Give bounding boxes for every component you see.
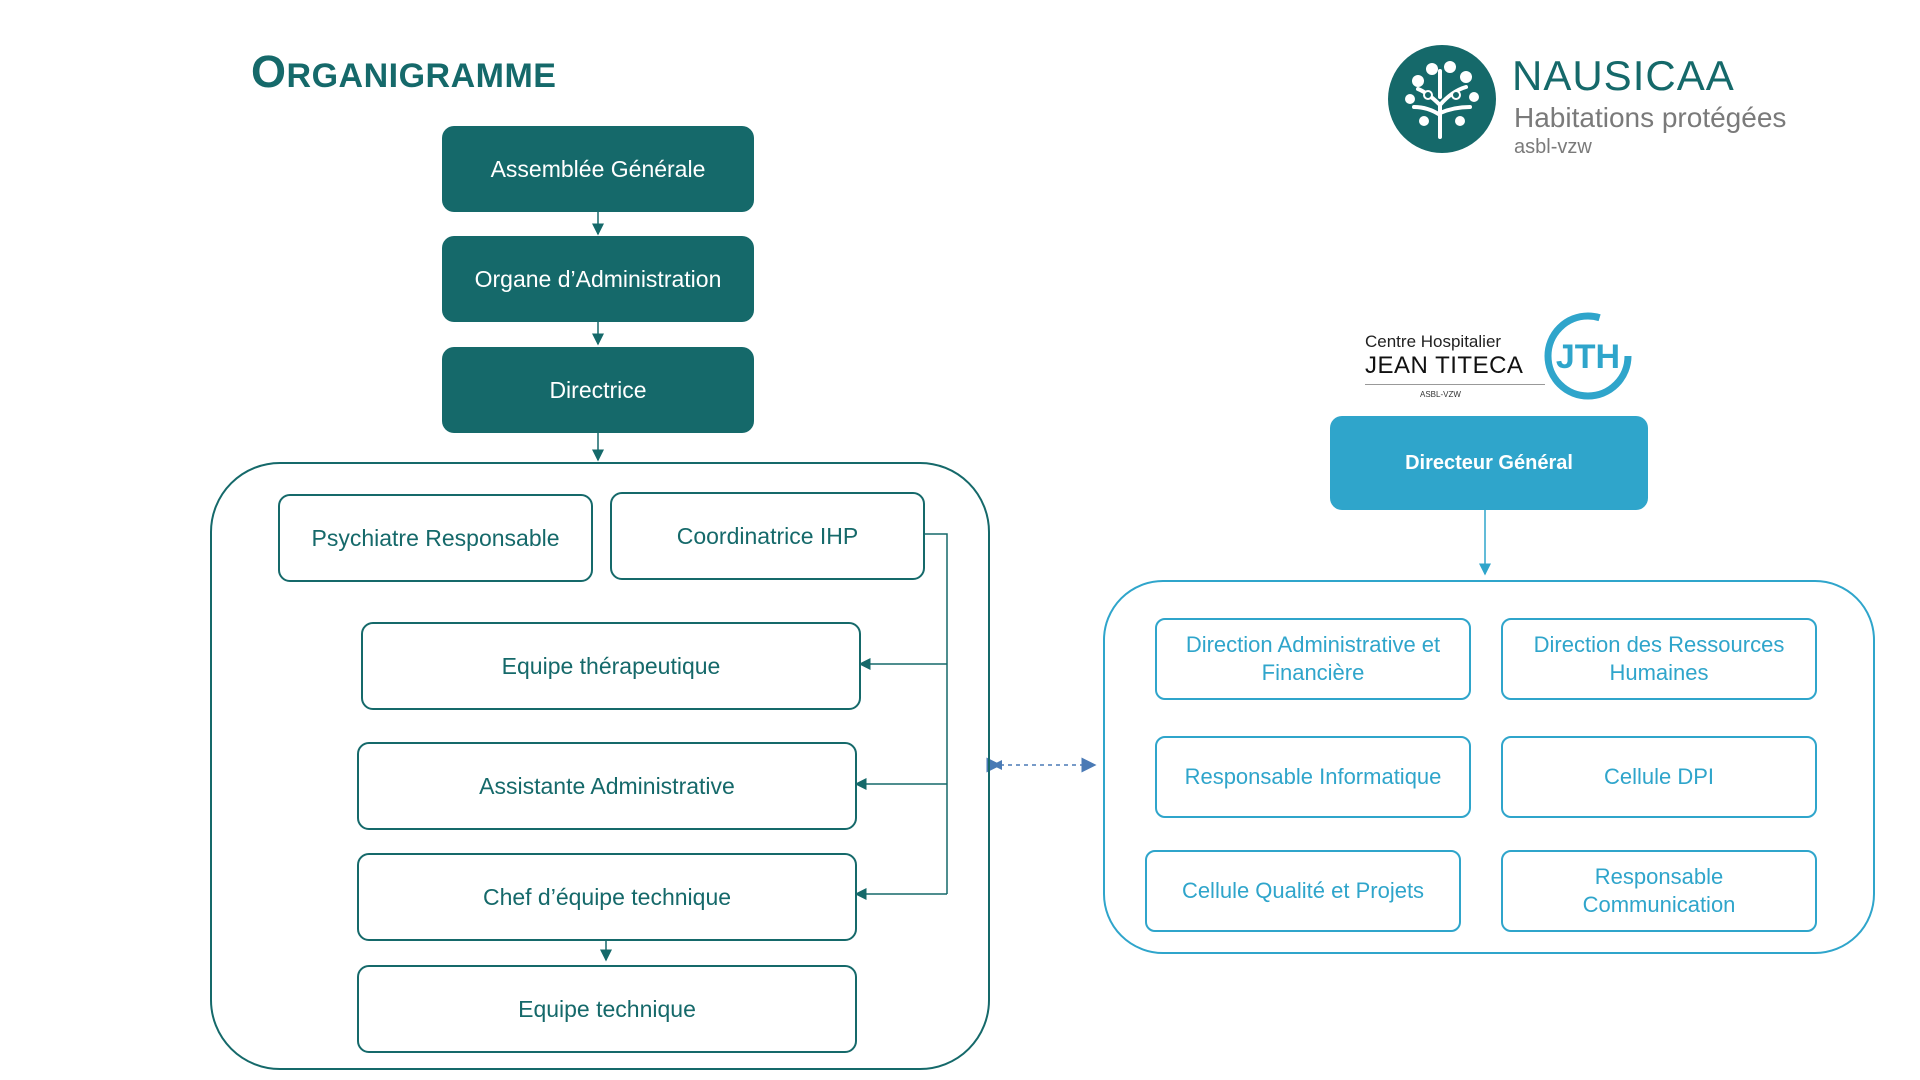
titeca-logo-line2: JEAN TITECA xyxy=(1365,352,1524,379)
node-directeur-general: Directeur Général xyxy=(1330,416,1648,510)
nausicaa-logo-legal: asbl-vzw xyxy=(1514,136,1592,158)
jth-monogram-text: JTH xyxy=(1556,338,1620,376)
jth-monogram-icon: JTH xyxy=(1542,310,1634,402)
node-direction-administrative: Direction Administrative et Financière xyxy=(1155,618,1471,700)
node-equipe-technique: Equipe technique xyxy=(357,965,857,1053)
tree-logo-icon xyxy=(1388,45,1496,153)
node-coordinatrice-ihp: Coordinatrice IHP xyxy=(610,492,925,580)
nausicaa-logo-name: NAUSICAA xyxy=(1512,52,1735,99)
node-responsable-communication: Responsable Communication xyxy=(1501,850,1817,932)
node-organe-administration: Organe d’Administration xyxy=(442,236,754,322)
node-equipe-therapeutique: Equipe thérapeutique xyxy=(361,622,861,710)
nausicaa-team-group xyxy=(210,462,990,1070)
titeca-logo-line1: Centre Hospitalier xyxy=(1365,332,1502,351)
node-responsable-informatique: Responsable Informatique xyxy=(1155,736,1471,818)
nausicaa-logo-tagline: Habitations protégées xyxy=(1514,102,1787,133)
connector-coord-rail xyxy=(924,533,948,894)
titeca-logo-legal: ASBL-VZW xyxy=(1420,390,1461,399)
node-chef-equipe-technique: Chef d’équipe technique xyxy=(357,853,857,941)
page-title: ORGANIGRAMME xyxy=(251,46,557,97)
node-cellule-dpi: Cellule DPI xyxy=(1501,736,1817,818)
node-direction-rh: Direction des Ressources Humaines xyxy=(1501,618,1817,700)
titeca-logo-divider xyxy=(1365,384,1545,385)
node-directrice: Directrice xyxy=(442,347,754,433)
titeca-units-group xyxy=(1103,580,1875,954)
node-assemblee-generale: Assemblée Générale xyxy=(442,126,754,212)
node-assistante-administrative: Assistante Administrative xyxy=(357,742,857,830)
node-cellule-qualite: Cellule Qualité et Projets xyxy=(1145,850,1461,932)
node-psychiatre-responsable: Psychiatre Responsable xyxy=(278,494,593,582)
